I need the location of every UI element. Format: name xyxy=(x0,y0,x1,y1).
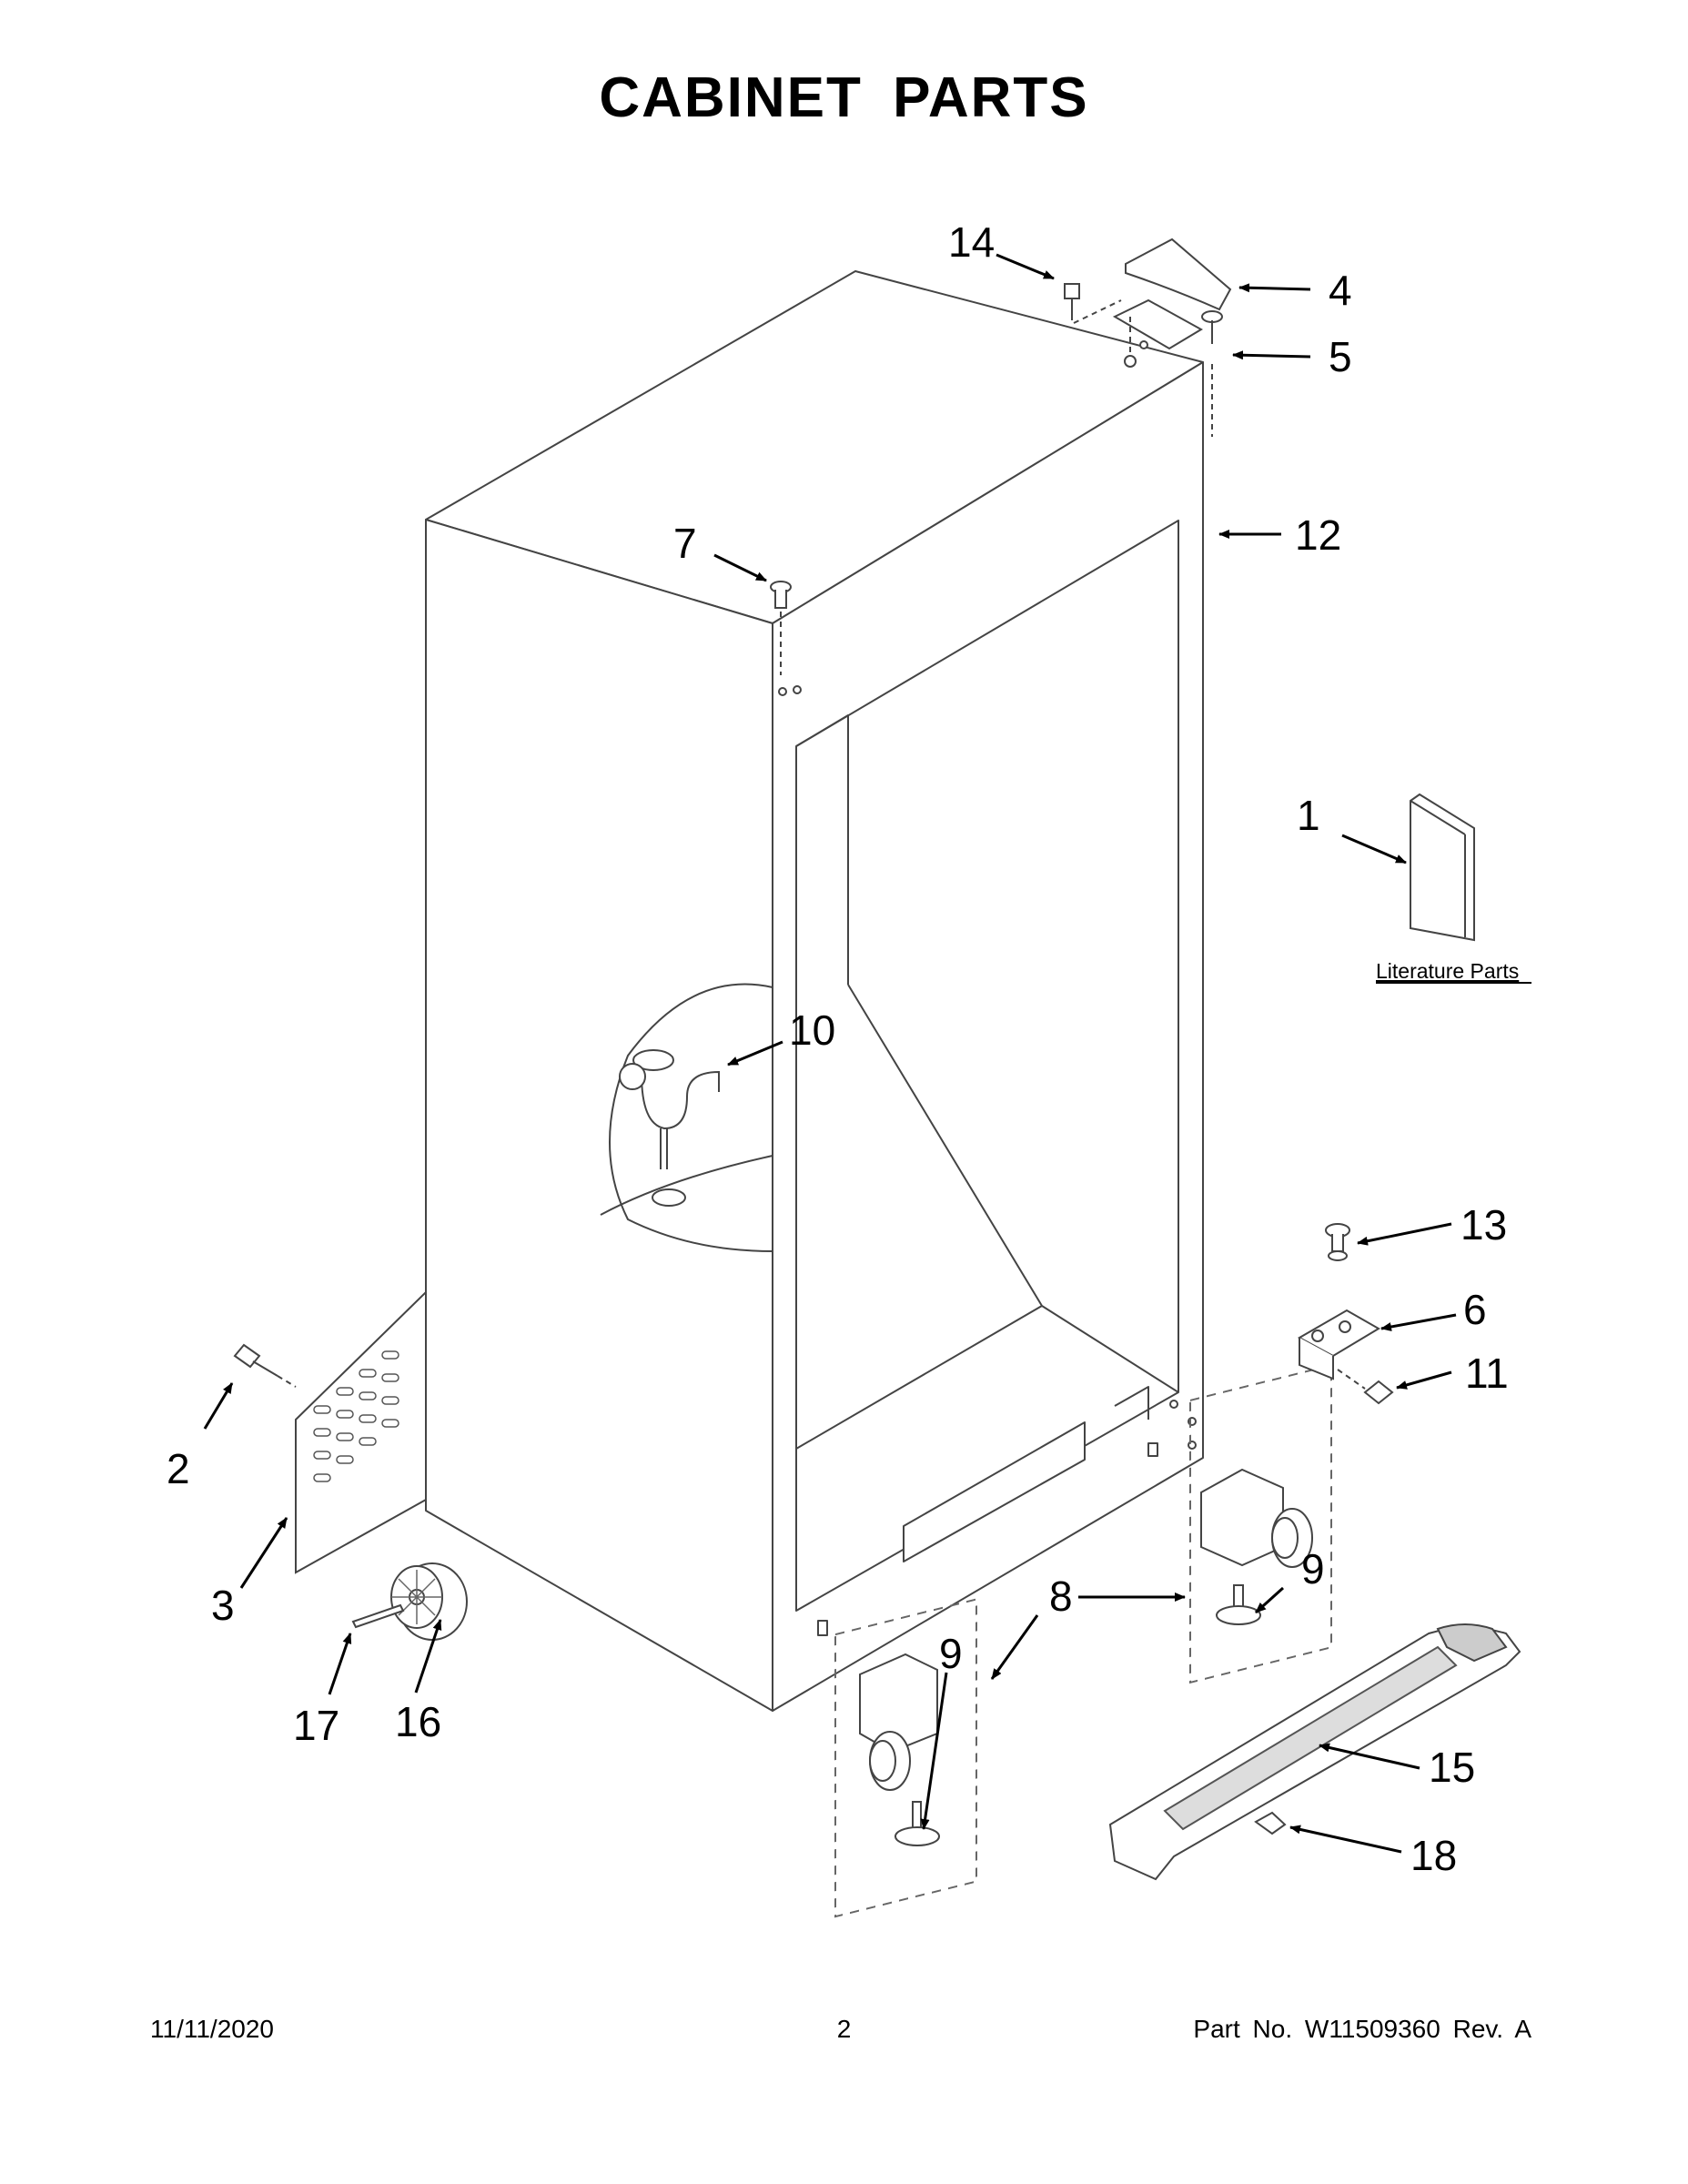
callout-16: 16 xyxy=(395,1698,441,1745)
callout-labels: 14 4 5 7 12 1 10 13 6 11 2 3 9 8 9 17 16… xyxy=(167,218,1509,1879)
footer-date: 11/11/2020 xyxy=(150,2015,274,2043)
top-hinge-cover-part xyxy=(1125,238,1232,311)
drain-tube-part xyxy=(619,1049,720,1169)
rear-panel-vents xyxy=(313,1350,399,1482)
callout-4: 4 xyxy=(1329,267,1352,314)
callout-7: 7 xyxy=(673,520,697,567)
literature-parts-label: Literature Parts xyxy=(1376,959,1519,983)
panel-screw-part xyxy=(233,1343,297,1388)
callout-2: 2 xyxy=(167,1445,190,1492)
footer-page-number: 2 xyxy=(836,2015,852,2043)
hinge-screw-part xyxy=(1064,283,1122,324)
lower-hinge-screw-part xyxy=(1337,1369,1394,1405)
lower-hinge-pin-part xyxy=(1325,1223,1350,1261)
callout-17: 17 xyxy=(293,1702,339,1749)
toe-grille-part xyxy=(1108,1623,1521,1881)
callout-5: 5 xyxy=(1329,333,1352,380)
cabinet-body xyxy=(425,270,1204,1712)
cabinet-bottom-deflector xyxy=(903,1421,1086,1562)
callout-15: 15 xyxy=(1429,1744,1475,1791)
callout-1: 1 xyxy=(1297,792,1320,839)
lower-hinge-part xyxy=(1297,1309,1380,1380)
cabinet-toe-slot xyxy=(1114,1386,1149,1420)
front-roller-right xyxy=(1189,1363,1332,1684)
rear-roller-part xyxy=(390,1562,468,1641)
cabinet-small-square xyxy=(817,1620,828,1636)
roller-axle-part xyxy=(351,1603,405,1629)
front-roller-left xyxy=(834,1598,977,1918)
drain-cutaway xyxy=(600,1155,773,1216)
callout-3: 3 xyxy=(211,1582,235,1629)
callout-18: 18 xyxy=(1410,1832,1457,1879)
leader-arrows xyxy=(203,253,1457,1854)
callout-12: 12 xyxy=(1295,511,1341,559)
callout-9-right: 9 xyxy=(1301,1545,1325,1592)
rear-panel-part xyxy=(295,1289,427,1574)
footer-part-number: Part No. W11509360 Rev. A xyxy=(1193,2015,1531,2043)
page-title: CABINET PARTS xyxy=(599,66,1089,129)
callout-8: 8 xyxy=(1049,1572,1073,1620)
callout-6: 6 xyxy=(1463,1286,1487,1333)
grille-screw-part xyxy=(1254,1811,1287,1835)
callout-11: 11 xyxy=(1465,1350,1509,1397)
top-hinge-part xyxy=(1112,298,1223,437)
cabinet-side-face xyxy=(425,519,773,1712)
callout-9-left: 9 xyxy=(939,1630,963,1677)
screw-7-part xyxy=(770,581,792,675)
cabinet-inner-wall xyxy=(795,714,1179,1450)
callout-13: 13 xyxy=(1461,1201,1507,1249)
callout-14: 14 xyxy=(948,218,995,266)
callout-10: 10 xyxy=(789,1006,835,1054)
literature-part xyxy=(1410,793,1475,942)
cabinet-small-square xyxy=(1147,1442,1158,1457)
